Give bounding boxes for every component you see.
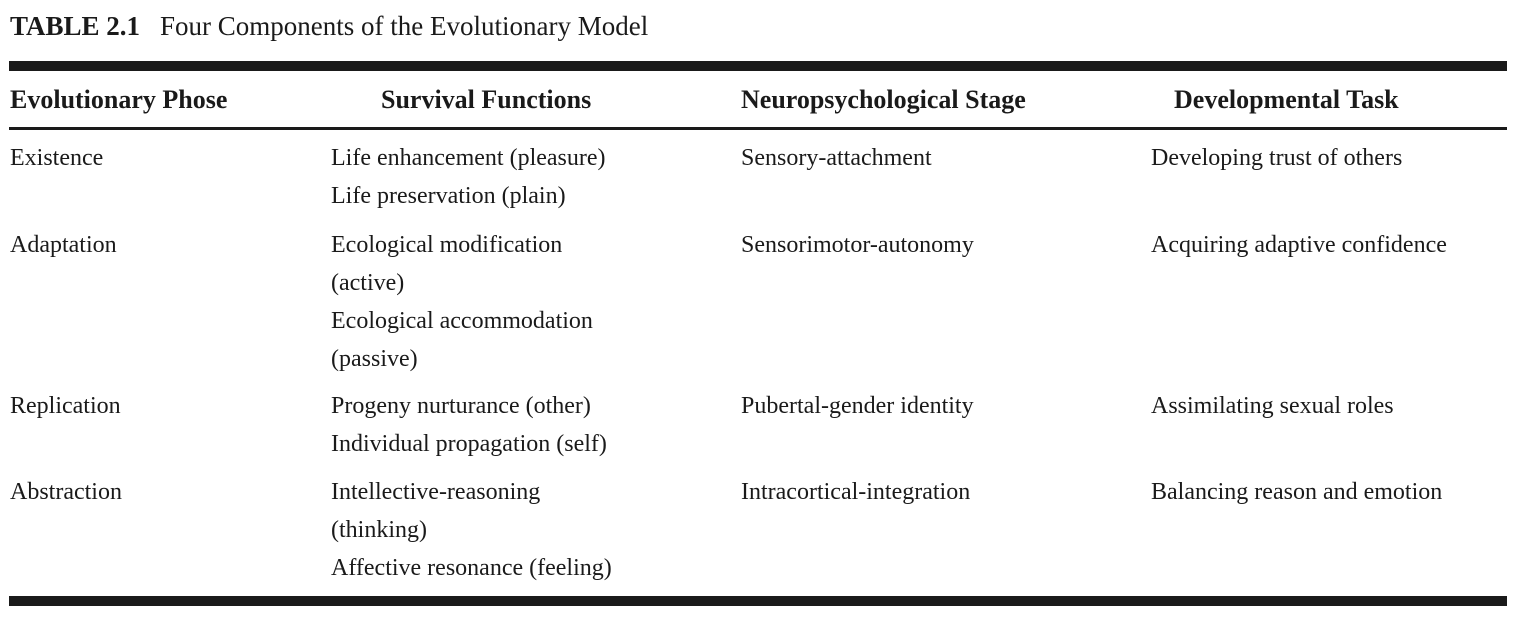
table-number: TABLE 2.1 <box>10 11 141 41</box>
task-cell: Developing trust of others <box>1151 139 1402 177</box>
column-header-functions: Survival Functions <box>381 85 592 114</box>
table-row-replication: Replication <box>10 387 121 425</box>
task-text: Assimilating sexual roles <box>1151 393 1394 419</box>
table-row-abstraction: Abstraction <box>10 473 122 511</box>
function-line: (passive) <box>331 346 418 372</box>
function-line: (active) <box>331 270 405 296</box>
stage-text: Intracortical-integration <box>741 479 971 505</box>
function-line: Life preservation (plain) <box>331 183 566 209</box>
stage-cell: Sensory-attachment <box>741 139 932 177</box>
table-row-existence: Existence <box>10 139 103 177</box>
column-header-phase: Evolutionary Phose <box>10 85 228 114</box>
stage-cell: Intracortical-integration <box>741 473 970 511</box>
function-line: Individual propagation (self) <box>331 431 607 457</box>
stage-text: Sensorimotor-autonomy <box>741 232 974 258</box>
stage-text: Pubertal-gender identity <box>741 393 974 419</box>
function-line: (thinking) <box>331 517 427 543</box>
function-line: Intellective-reasoning <box>331 479 541 505</box>
bottom-rule <box>9 596 1507 606</box>
functions-cell: Ecological modification (active) Ecologi… <box>331 226 593 378</box>
functions-cell: Intellective-reasoning (thinking) Affect… <box>331 473 612 587</box>
header-rule <box>9 127 1507 130</box>
task-cell: Assimilating sexual roles <box>1151 387 1394 425</box>
function-line: Ecological modification <box>331 232 563 258</box>
stage-cell: Pubertal-gender identity <box>741 387 974 425</box>
functions-cell: Progeny nurturance (other) Individual pr… <box>331 387 607 463</box>
phase-cell: Adaptation <box>10 232 117 258</box>
function-line: Affective resonance (feeling) <box>331 555 612 581</box>
functions-cell: Life enhancement (pleasure) Life preserv… <box>331 139 606 215</box>
stage-text: Sensory-attachment <box>741 145 932 171</box>
task-text: Balancing reason and emotion <box>1151 479 1443 505</box>
table-caption: TABLE 2.1 Four Components of the Evolutio… <box>10 8 648 44</box>
function-line: Progeny nurturance (other) <box>331 393 591 419</box>
phase-cell: Abstraction <box>10 479 122 505</box>
task-text: Developing trust of others <box>1151 145 1403 171</box>
task-cell: Acquiring adaptive confidence <box>1151 226 1447 264</box>
phase-cell: Replication <box>10 393 121 419</box>
column-header-task: Developmental Task <box>1174 85 1399 114</box>
table-title: Four Components of the Evolutionary Mode… <box>160 11 649 41</box>
task-text: Acquiring adaptive confidence <box>1151 232 1447 258</box>
column-header-stage: Neuropsychological Stage <box>741 85 1026 114</box>
top-rule <box>9 61 1507 71</box>
function-line: Ecological accommodation <box>331 308 593 334</box>
task-cell: Balancing reason and emotion <box>1151 473 1442 511</box>
table-row-adaptation: Adaptation <box>10 226 117 264</box>
stage-cell: Sensorimotor-autonomy <box>741 226 974 264</box>
function-line: Life enhancement (pleasure) <box>331 145 606 171</box>
phase-cell: Existence <box>10 145 104 171</box>
